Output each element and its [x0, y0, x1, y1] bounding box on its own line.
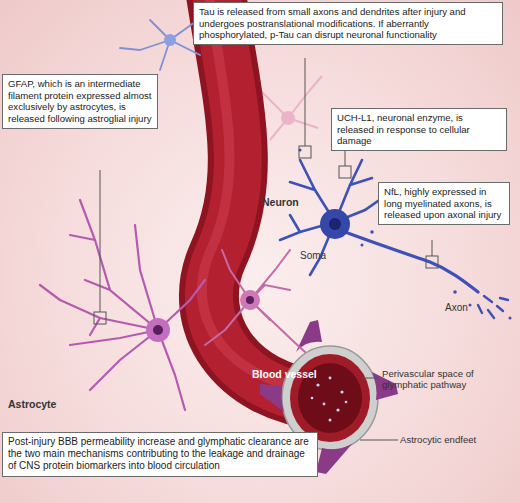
- dot: [329, 377, 332, 380]
- vessel-lumen-wall: [290, 354, 370, 442]
- biomarker-dots: [311, 377, 348, 422]
- soma: [320, 209, 350, 239]
- callout-text: Post-injury BBB permeability increase an…: [8, 436, 312, 473]
- dot: [323, 403, 326, 406]
- released-fragments: [298, 148, 511, 319]
- astrocyte-body: [146, 318, 170, 342]
- leader-line: [362, 378, 378, 379]
- astrocyte-process: [205, 250, 305, 352]
- callout-text: UCH-L1, neuronal enzyme, is released in …: [337, 112, 501, 147]
- fragment: [509, 317, 512, 320]
- part-label: Perivascular space of glymphatic pathway: [382, 368, 492, 390]
- dot: [311, 397, 314, 400]
- fragment: [453, 290, 457, 294]
- part-label: Blood vessel: [252, 368, 332, 380]
- callout-text: NfL, highly expressed in long myelinated…: [384, 186, 504, 221]
- callout-box: GFAP, which is an intermediate filament …: [2, 74, 158, 129]
- astrocyte-body: [240, 290, 260, 310]
- astrocyte-process: [120, 20, 200, 70]
- astrocyte-nucleus: [246, 296, 254, 304]
- leader-line: [360, 440, 398, 441]
- leader-line: [432, 240, 433, 256]
- part-label: Neuron: [262, 196, 322, 208]
- dot: [316, 383, 319, 386]
- endfoot: [316, 444, 352, 474]
- astrocyte-left: [40, 200, 205, 410]
- part-label: Astrocyte: [8, 398, 88, 410]
- leader-line: [100, 170, 101, 312]
- callout-box: Post-injury BBB permeability increase an…: [2, 432, 318, 477]
- fragment: [469, 304, 472, 307]
- dot: [345, 401, 348, 404]
- leader-line: [305, 58, 306, 146]
- vessel-highlight: [202, 0, 318, 390]
- part-label: Soma: [300, 250, 340, 262]
- dendrite: [280, 160, 385, 275]
- endfoot: [260, 384, 284, 412]
- callout-box: UCH-L1, neuronal enzyme, is released in …: [331, 108, 507, 151]
- callout-text: GFAP, which is an intermediate filament …: [8, 78, 152, 125]
- marker-square: [94, 312, 106, 324]
- astrocyte-right: [205, 250, 305, 352]
- astrocyte-nucleus: [153, 325, 163, 335]
- dot: [340, 390, 343, 393]
- soma-faint: [281, 111, 295, 125]
- fragment: [370, 230, 374, 234]
- fragment: [361, 244, 364, 247]
- marker-square: [426, 256, 438, 268]
- astrocyte-process: [40, 200, 205, 410]
- marker-square: [339, 166, 351, 178]
- axon-fragment: [478, 296, 508, 318]
- marker-square: [299, 146, 311, 158]
- part-label: Astrocytic endfeet: [400, 434, 510, 445]
- callout-text: Tau is released from small axons and den…: [199, 6, 497, 41]
- callout-box: NfL, highly expressed in long myelinated…: [378, 182, 510, 225]
- axon: [345, 232, 478, 292]
- callout-box: Tau is released from small axons and den…: [193, 2, 503, 45]
- astrocyte-top: [120, 20, 200, 70]
- dot: [329, 419, 332, 422]
- dot: [336, 408, 339, 411]
- part-label: Axon: [445, 302, 485, 314]
- nucleus: [329, 218, 341, 230]
- astrocyte-body: [164, 34, 176, 46]
